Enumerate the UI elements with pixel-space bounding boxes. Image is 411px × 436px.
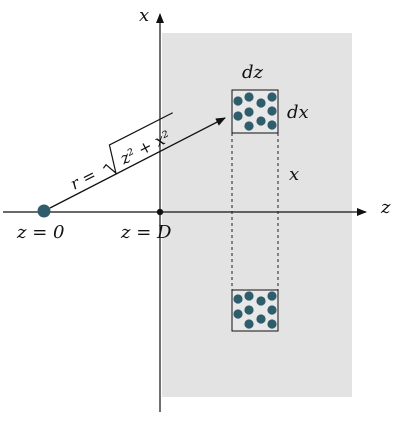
boundary-label: z = D (120, 222, 172, 243)
z-axis-label: z (380, 197, 391, 218)
offset-label: x (289, 164, 299, 185)
distance-vector (49, 117, 226, 209)
element-width-label: dz (242, 62, 264, 83)
particle (233, 294, 243, 304)
source-particle (37, 204, 51, 218)
upper-volume-element (231, 89, 279, 134)
particle (244, 319, 254, 329)
particle (267, 106, 277, 116)
particle (233, 111, 243, 121)
particle (267, 92, 277, 102)
upper-particle-cluster (233, 92, 277, 131)
particle (256, 116, 266, 126)
particle (244, 92, 254, 102)
particle (267, 120, 277, 130)
x-axis-label: x (139, 5, 149, 26)
particle (267, 291, 277, 301)
particle (256, 314, 266, 324)
particle (244, 305, 254, 315)
source-label: z = 0 (16, 222, 64, 243)
lower-particle-cluster (233, 291, 277, 329)
particle (233, 309, 243, 319)
particle (244, 107, 254, 117)
particle (267, 319, 277, 329)
element-height-label: dx (287, 102, 309, 123)
lower-volume-element (231, 289, 279, 332)
boundary-point (156, 208, 164, 216)
sqrt-sign (102, 112, 173, 175)
particle (256, 98, 266, 108)
particle (244, 291, 254, 301)
distance-lhs: r = (67, 162, 103, 193)
shaded-medium-region (162, 33, 352, 397)
particle (256, 296, 266, 306)
particle (233, 96, 243, 106)
particle (267, 305, 277, 315)
particle (244, 121, 254, 131)
